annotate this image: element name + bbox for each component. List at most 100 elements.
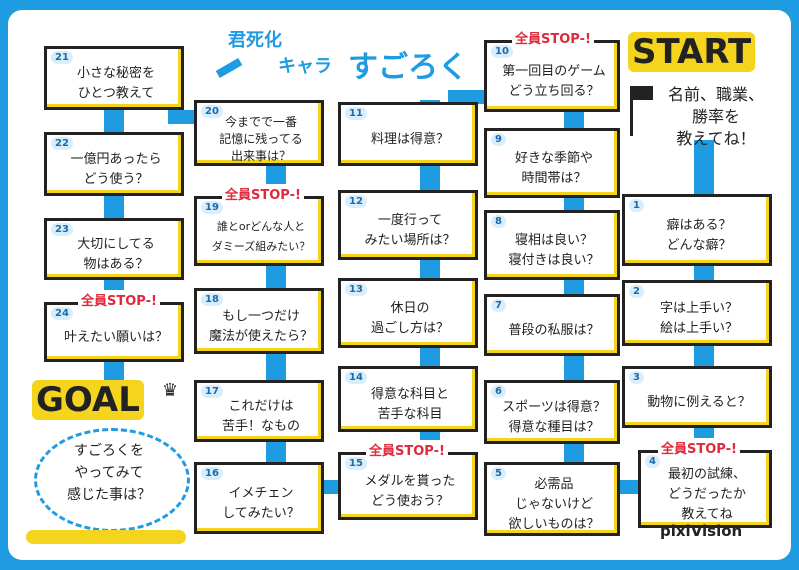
square-19[interactable]: 19 誰とorどんな人と ダミーズ組みたい？ bbox=[194, 196, 324, 266]
square-text: 得意な科目と 苦手な科目 bbox=[370, 387, 449, 422]
square-text: 動物に例えると？ bbox=[647, 395, 751, 410]
square-20[interactable]: 20 今までで一番 記憶に残ってる 出来事は？ bbox=[194, 100, 324, 166]
arrow-up-icon: ↑ bbox=[569, 279, 581, 295]
arrow-up-icon: ↑ bbox=[271, 437, 283, 453]
arrow-down-icon: ↓ bbox=[425, 174, 437, 190]
square-number: 10 bbox=[491, 45, 513, 58]
square-number: 5 bbox=[491, 467, 506, 480]
square-12[interactable]: 12 一度行って みたい場所は？ bbox=[338, 190, 478, 260]
square-23[interactable]: 23 大切にしてる 物はある？ bbox=[44, 218, 184, 280]
square-15[interactable]: 15 メダルを貰った どう使おう？ bbox=[338, 452, 478, 520]
square-6[interactable]: 6 スポーツは得意？ 得意な種目は？ bbox=[484, 380, 620, 444]
square-text: これだけは 苦手！なもの bbox=[221, 399, 300, 434]
goal-ribbon bbox=[26, 530, 186, 544]
square-5[interactable]: 5 必需品 じゃないけど 欲しいものは？ bbox=[484, 462, 620, 536]
square-number: 23 bbox=[51, 223, 73, 236]
start-area: START 名前、職業、 勝率を 教えてね！ bbox=[620, 26, 780, 176]
arrow-up-icon: ↑ bbox=[569, 437, 581, 453]
square-2[interactable]: 2 字は上手い？ 絵は上手い？ bbox=[622, 280, 772, 346]
square-13[interactable]: 13 休日の 過ごし方は？ bbox=[338, 278, 478, 348]
title-line-2: キャラ bbox=[278, 56, 332, 77]
square-number: 16 bbox=[201, 467, 223, 480]
square-10[interactable]: 10 第一回目のゲーム どう立ち回る？ bbox=[484, 40, 620, 112]
square-text: 好きな季節や 時間帯は？ bbox=[514, 151, 593, 186]
stop-label-19: 全員STOP-! bbox=[222, 184, 304, 203]
square-text: スポーツは得意？ 得意な種目は？ bbox=[502, 400, 606, 435]
arrow-down-icon: ↓ bbox=[699, 265, 711, 281]
flag-icon-cloth bbox=[633, 86, 653, 100]
square-text: 最初の試練、 どうだったか 教えてね bbox=[667, 467, 746, 522]
square-text: 休日の 過ごし方は？ bbox=[370, 301, 449, 336]
square-9[interactable]: 9 好きな季節や 時間帯は？ bbox=[484, 128, 620, 198]
arrow-down-icon: ↓ bbox=[109, 204, 121, 220]
square-text: もし一つだけ 魔法が使えたら？ bbox=[208, 309, 313, 344]
square-text: 小さな秘密を ひとつ教えて bbox=[76, 66, 155, 101]
square-16[interactable]: 16 イメチェン してみたい？ bbox=[194, 462, 324, 534]
arrow-up-icon: ↑ bbox=[569, 354, 581, 370]
arrow-up-icon: ↑ bbox=[569, 119, 581, 135]
start-text: 名前、職業、 勝率を 教えてね！ bbox=[667, 85, 764, 148]
goal-area: GOAL ♛ すごろくを やってみて 感じた事は？ bbox=[22, 380, 192, 550]
arrow-down-icon: ↓ bbox=[425, 264, 437, 280]
arrow-down-icon: ↓ bbox=[109, 119, 121, 135]
title-line-3: すごろく bbox=[348, 50, 468, 85]
pencil-icon bbox=[215, 58, 243, 78]
stop-label-24: 全員STOP-! bbox=[78, 290, 160, 309]
square-18[interactable]: 18 もし一つだけ 魔法が使えたら？ bbox=[194, 288, 324, 354]
square-text: 必需品 じゃないけど 欲しいものは？ bbox=[508, 477, 600, 532]
square-4[interactable]: 4 最初の試練、 どうだったか 教えてね bbox=[638, 450, 772, 528]
goal-text: すごろくを やってみて 感じた事は？ bbox=[67, 443, 151, 503]
square-11[interactable]: 11 料理は得意？ bbox=[338, 102, 478, 166]
board: ↓ ↓ ↑ ↑ ↑ ↑ ↑ ↓ ↓ ↓ ↓ ↑ ↑ ↑ ↑ ↓ ↓ ↓ 君死化 … bbox=[8, 10, 791, 560]
square-1[interactable]: 1 癖はある？ どんな癖？ bbox=[622, 194, 772, 266]
square-number: 15 bbox=[345, 457, 367, 470]
square-number: 8 bbox=[491, 215, 506, 228]
path-link-10-11 bbox=[448, 90, 488, 104]
title-block: 君死化 キャラ すごろく bbox=[208, 26, 468, 86]
square-number: 11 bbox=[345, 107, 367, 120]
square-24[interactable]: 24 叶えたい願いは？ bbox=[44, 302, 184, 362]
square-text: 癖はある？ どんな癖？ bbox=[666, 218, 732, 253]
square-22[interactable]: 22 一億円あったら どう使う？ bbox=[44, 132, 184, 196]
square-number: 3 bbox=[629, 371, 644, 384]
square-text: 字は上手い？ 絵は上手い？ bbox=[659, 301, 738, 336]
square-3[interactable]: 3 動物に例えると？ bbox=[622, 366, 772, 428]
square-7[interactable]: 7 普段の私服は？ bbox=[484, 294, 620, 356]
stop-label-15: 全員STOP-! bbox=[366, 440, 448, 459]
brand-logo: pixiVision bbox=[660, 522, 743, 540]
stop-label-4: 全員STOP-! bbox=[658, 438, 740, 457]
square-text: 第一回目のゲーム どう立ち回る？ bbox=[502, 64, 606, 99]
arrow-down-icon: ↓ bbox=[425, 351, 437, 367]
square-number: 14 bbox=[345, 371, 367, 384]
square-number: 9 bbox=[491, 133, 506, 146]
arrow-up-icon: ↑ bbox=[569, 194, 581, 210]
arrow-up-icon: ↑ bbox=[271, 271, 283, 287]
square-text: 寝相は良い？ 寝付きは良い？ bbox=[508, 233, 600, 268]
square-text: 大切にしてる 物はある？ bbox=[77, 237, 155, 272]
square-text: 誰とorどんな人と ダミーズ組みたい？ bbox=[211, 220, 311, 253]
square-text: 料理は得意？ bbox=[370, 132, 449, 147]
square-text: 一度行って みたい場所は？ bbox=[364, 213, 456, 248]
square-8[interactable]: 8 寝相は良い？ 寝付きは良い？ bbox=[484, 210, 620, 280]
square-text: 今までで一番 記憶に残ってる 出来事は？ bbox=[219, 114, 303, 163]
arrow-up-icon: ↑ bbox=[271, 359, 283, 375]
title-line-1: 君死化 bbox=[228, 30, 282, 51]
square-number: 22 bbox=[51, 137, 73, 150]
crown-icon: ♛ bbox=[162, 380, 179, 401]
square-text: イメチェン してみたい？ bbox=[222, 486, 300, 521]
arrow-down-icon: ↓ bbox=[699, 349, 711, 365]
square-text: 一億円あったら どう使う？ bbox=[70, 152, 162, 187]
square-number: 12 bbox=[345, 195, 367, 208]
square-14[interactable]: 14 得意な科目と 苦手な科目 bbox=[338, 366, 478, 432]
square-17[interactable]: 17 これだけは 苦手！なもの bbox=[194, 380, 324, 442]
square-number: 4 bbox=[645, 455, 660, 468]
square-number: 24 bbox=[51, 307, 73, 320]
square-number: 13 bbox=[345, 283, 367, 296]
square-number: 20 bbox=[201, 105, 223, 118]
square-text: メダルを貰った どう使おう？ bbox=[364, 474, 456, 509]
square-number: 17 bbox=[201, 385, 223, 398]
arrow-up-icon: ↑ bbox=[271, 169, 283, 185]
square-21[interactable]: 21 小さな秘密を ひとつ教えて bbox=[44, 46, 184, 110]
square-number: 18 bbox=[201, 293, 223, 306]
square-number: 2 bbox=[629, 285, 644, 298]
